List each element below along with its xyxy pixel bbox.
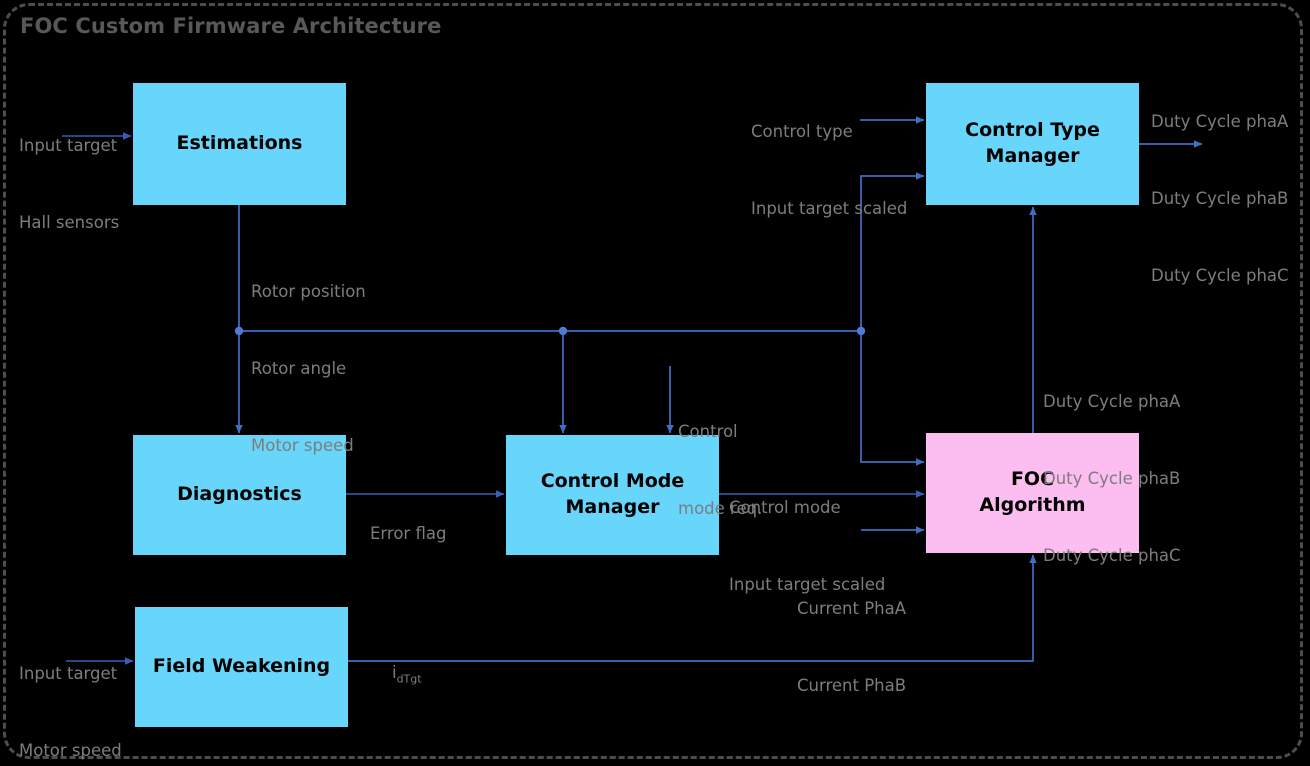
label-estimations-output-line-3: Motor speed bbox=[251, 435, 354, 455]
page-title: FOC Custom Firmware Architecture bbox=[20, 14, 442, 38]
block-field-weakening[interactable]: Field Weakening bbox=[135, 607, 348, 727]
label-foc-duty-output-line-3: Duty Cycle phaC bbox=[1043, 545, 1181, 565]
block-estimations[interactable]: Estimations bbox=[133, 83, 346, 205]
label-field-weakening-input: Input target Motor speed bbox=[19, 610, 122, 766]
label-estimations-output-line-2: Rotor angle bbox=[251, 358, 347, 378]
label-ctm-input-line-1: Control type bbox=[751, 122, 853, 142]
block-control-type-manager-label: Control Type Manager bbox=[965, 119, 1100, 167]
block-control-mode-manager-label: Control Mode Manager bbox=[540, 470, 685, 518]
block-estimations-label: Estimations bbox=[176, 132, 303, 155]
junction-dot-cmm bbox=[558, 326, 568, 336]
label-ctm-duty-output-line-1: Duty Cycle phaA bbox=[1151, 112, 1289, 132]
label-cmm-output-line-1: Control mode bbox=[729, 498, 841, 518]
label-ctm-duty-output-line-3: Duty Cycle phaC bbox=[1151, 265, 1289, 285]
block-diagnostics-label: Diagnostics bbox=[177, 483, 302, 506]
block-foc-algorithm[interactable]: FOC Algorithm bbox=[926, 433, 1139, 553]
block-diagnostics[interactable]: Diagnostics bbox=[133, 435, 346, 555]
label-idtgt-base: i bbox=[391, 662, 397, 682]
label-field-weakening-input-line-1: Input target bbox=[19, 664, 118, 684]
block-control-mode-manager[interactable]: Control Mode Manager bbox=[506, 435, 719, 555]
junction-dot-right bbox=[856, 326, 866, 336]
label-cmm-output: Control mode Input target scaled bbox=[729, 444, 885, 649]
label-current-input-line-1: Current PhaA bbox=[797, 599, 907, 619]
label-estimations-input: Input target Hall sensors bbox=[19, 82, 119, 287]
label-ctm-duty-output-line-2: Duty Cycle phaB bbox=[1151, 188, 1289, 208]
block-foc-algorithm-label: FOC Algorithm bbox=[979, 468, 1086, 516]
label-control-mode-req-line-1: Control bbox=[678, 422, 738, 442]
block-control-type-manager[interactable]: Control Type Manager bbox=[926, 83, 1139, 205]
label-idtgt-subscript: dTgt bbox=[396, 671, 422, 685]
label-foc-duty-output-line-2: Duty Cycle phaB bbox=[1043, 468, 1181, 488]
block-field-weakening-label: Field Weakening bbox=[152, 655, 331, 678]
label-control-mode-req-line-2: mode req. bbox=[678, 498, 763, 518]
label-estimations-input-line-1: Input target bbox=[19, 136, 118, 156]
label-current-input-line-2: Current PhaB bbox=[797, 675, 907, 695]
label-cmm-output-line-2: Input target scaled bbox=[729, 574, 886, 594]
label-ctm-input: Control type Input target scaled bbox=[751, 68, 907, 273]
label-estimations-output: Rotor position Rotor angle Motor speed bbox=[251, 228, 366, 509]
wire-bus-to-foc bbox=[860, 331, 925, 466]
label-field-weakening-input-line-2: Motor speed bbox=[19, 740, 122, 760]
label-estimations-input-line-2: Hall sensors bbox=[19, 212, 120, 232]
label-error-flag: Error flag bbox=[370, 470, 446, 598]
label-current-input: Current PhaA Current PhaB bbox=[797, 545, 906, 750]
label-control-mode-req: Control mode req. bbox=[678, 368, 762, 573]
label-foc-duty-output: Duty Cycle phaA Duty Cycle phaB Duty Cyc… bbox=[1043, 338, 1181, 619]
junction-dot-estimations bbox=[234, 326, 244, 336]
label-idtgt: idTgt bbox=[371, 634, 422, 712]
label-ctm-duty-output: Duty Cycle phaA Duty Cycle phaB Duty Cyc… bbox=[1151, 58, 1289, 339]
label-error-flag-line-1: Error flag bbox=[370, 524, 447, 544]
label-ctm-input-line-2: Input target scaled bbox=[751, 198, 908, 218]
label-foc-duty-output-line-1: Duty Cycle phaA bbox=[1043, 392, 1181, 412]
label-estimations-output-line-1: Rotor position bbox=[251, 282, 366, 302]
